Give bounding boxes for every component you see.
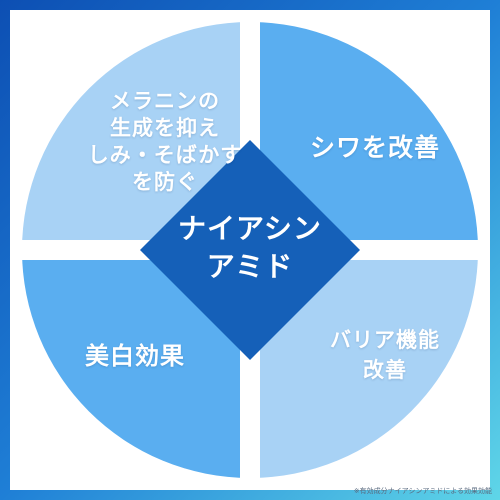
- footnote: ※有効成分ナイアシンアミドによる効果効能: [353, 487, 492, 495]
- quadrant-top-right-label: シワを改善: [309, 133, 440, 162]
- quadrant-top-left: [22, 22, 250, 250]
- benefit-circle-diagram: [10, 10, 490, 490]
- center-diamond: [140, 140, 360, 360]
- quadrant-bottom-right-label: バリア機能 改善: [330, 328, 440, 382]
- diagram-stage: メラニンの 生成を抑え しみ・そばかす を防ぐ シワを改善 美白効果 バリア機能…: [10, 10, 490, 490]
- center-label: ナイアシン アミド: [178, 212, 322, 283]
- quadrant-top-right: [250, 22, 478, 250]
- quadrant-bottom-left-label: 美白効果: [85, 342, 185, 370]
- quadrant-bottom-left: [22, 250, 250, 478]
- quadrant-top-left-label: メラニンの 生成を抑え しみ・そばかす を防ぐ: [87, 89, 243, 194]
- quadrant-bottom-right: [250, 250, 478, 478]
